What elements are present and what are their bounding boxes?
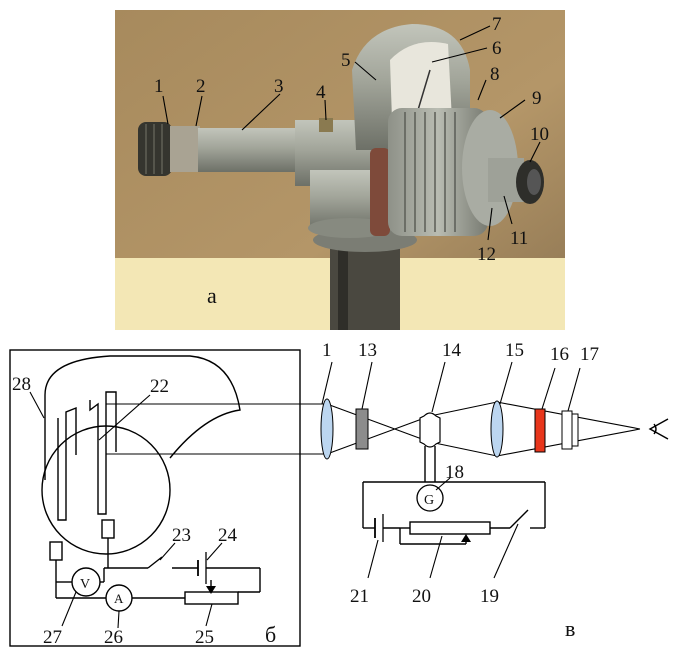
label-24: 24 xyxy=(218,525,238,546)
label-22: 22 xyxy=(150,376,169,397)
photo-label-9: 9 xyxy=(532,88,542,109)
photo-label-11: 11 xyxy=(510,228,528,249)
lamp-envelope xyxy=(44,355,241,459)
ocular-ring xyxy=(170,126,200,172)
label-28: 28 xyxy=(12,374,31,395)
ocular xyxy=(561,410,573,450)
photo-label-8: 8 xyxy=(490,64,500,85)
label-20: 20 xyxy=(412,586,431,607)
lamp-terminal-right xyxy=(101,519,115,539)
label-27: 27 xyxy=(43,627,62,648)
galvanometer xyxy=(416,484,444,512)
lamp-filament xyxy=(57,391,117,521)
label-18: 18 xyxy=(445,462,464,483)
photo-panel: 1 2 3 4 5 6 7 8 9 10 11 12 а xyxy=(115,10,565,330)
label-19: 19 xyxy=(480,586,499,607)
rheostat-right xyxy=(409,521,491,535)
photo-label-2: 2 xyxy=(196,76,206,97)
photo-label-12: 12 xyxy=(477,244,496,265)
light-beam xyxy=(106,401,641,457)
galvanometer-symbol: G xyxy=(424,493,434,508)
photo-label-3: 3 xyxy=(274,76,284,97)
photo-label-6: 6 xyxy=(492,38,502,59)
rheostat-drum xyxy=(388,108,488,236)
panel-letter-v: в xyxy=(565,616,575,641)
label-14: 14 xyxy=(442,340,462,361)
optical-path-panel: G 1 13 14 15 16 17 18 21 20 19 в xyxy=(106,340,669,641)
photo-label-4: 4 xyxy=(316,82,326,103)
photo-label-10: 10 xyxy=(530,124,549,145)
lamp-circuit-panel: V A 28 22 23 24 25 26 27 б xyxy=(9,349,301,648)
objective-lens xyxy=(320,398,334,460)
eye-icon xyxy=(648,418,669,440)
photo-label-5: 5 xyxy=(341,50,351,71)
panel-letter-b: б xyxy=(265,622,276,647)
label-13: 13 xyxy=(358,340,377,361)
eyepiece-lens xyxy=(490,400,504,458)
label-1: 1 xyxy=(322,340,332,361)
voltmeter xyxy=(71,567,101,597)
photo-label-7: 7 xyxy=(492,14,502,35)
rheostat-rim xyxy=(370,148,390,236)
telescope-tube xyxy=(198,128,298,172)
rheostat xyxy=(184,591,239,605)
label-26: 26 xyxy=(104,627,123,648)
lamp-circuit-frame xyxy=(9,349,301,647)
lamp-terminal-left xyxy=(49,541,63,561)
photo-label-1: 1 xyxy=(154,76,164,97)
pyrometer-lamp xyxy=(419,412,441,448)
grey-filter xyxy=(355,408,369,450)
label-15: 15 xyxy=(505,340,524,361)
label-23: 23 xyxy=(172,525,191,546)
panel-letter-a: а xyxy=(207,283,217,308)
label-21: 21 xyxy=(350,586,369,607)
label-17: 17 xyxy=(580,344,599,365)
voltmeter-symbol: V xyxy=(80,577,90,592)
label-16: 16 xyxy=(550,344,569,365)
label-25: 25 xyxy=(195,627,214,648)
red-filter xyxy=(534,408,546,453)
adjust-screw xyxy=(319,118,333,132)
meter-dial xyxy=(390,42,452,120)
ammeter-symbol: A xyxy=(114,591,124,606)
